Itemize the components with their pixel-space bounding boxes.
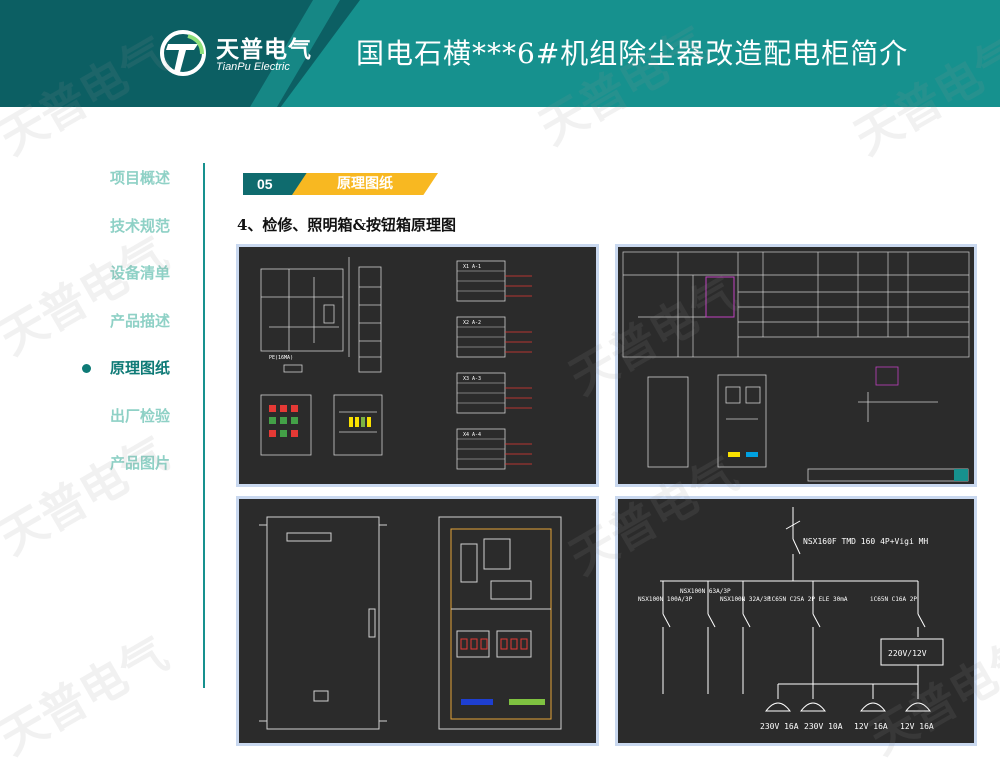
section-subtitle: 4、检修、照明箱&按钮箱原理图 [237, 216, 456, 234]
section-title: 原理图纸 [292, 173, 438, 195]
section-number: 05 [243, 173, 313, 195]
nav-item-product-photos[interactable]: 产品图片 [60, 447, 200, 495]
terminal-box-4-label: X4 A-4 [463, 432, 481, 438]
nav-item-tech-spec[interactable]: 技术规范 [60, 210, 200, 258]
nav-item-product-description[interactable]: 产品描述 [60, 305, 200, 353]
output-1-label: 230V 16A [760, 722, 799, 731]
nav-item-schematics[interactable]: 原理图纸 [60, 352, 200, 400]
nav-item-label: 出厂检验 [109, 406, 170, 425]
watermark: 天普电气 [0, 626, 177, 765]
cabinet-layout-drawing [259, 516, 562, 730]
output-3-label: 12V 16A [854, 722, 888, 731]
side-nav: 项目概述 技术规范 设备清单 产品描述 原理图纸 出厂检验 产品图片 [60, 162, 200, 495]
schematic-panel-single-line[interactable]: NSX160F TMD 160 4P+Vigi MH NSX100N 100A/… [615, 496, 977, 746]
branch-1-label: NSX100N 100A/3P [638, 596, 693, 603]
nav-item-overview[interactable]: 项目概述 [60, 162, 200, 210]
branch-4-label: iC65N C25A 2P ELE 30mA [768, 596, 848, 603]
logo-chinese-text: 天普电气 [216, 37, 312, 63]
main-breaker-label: NSX160F TMD 160 4P+Vigi MH [803, 537, 928, 546]
nav-item-label: 技术规范 [109, 216, 170, 235]
schematic-panel-cabinet-layout[interactable] [236, 496, 599, 746]
terminal-box-3-label: X3 A-3 [463, 376, 481, 382]
active-bullet-icon [82, 364, 91, 373]
nav-item-equipment-list[interactable]: 设备清单 [60, 257, 200, 305]
nav-item-label: 产品描述 [109, 311, 170, 330]
distribution-table-drawing [622, 251, 970, 482]
nav-item-label: 产品图片 [109, 454, 170, 472]
control-schematic-drawing: PE(16MA) X1 A-1 X2 A-2 [260, 257, 532, 470]
schematic-panel-distribution-table[interactable] [615, 244, 977, 487]
nav-item-label: 项目概述 [109, 169, 170, 187]
nav-item-factory-inspection[interactable]: 出厂检验 [60, 400, 200, 448]
svg-text:PE(16MA): PE(16MA) [269, 355, 293, 361]
terminal-box-2-label: X2 A-2 [463, 320, 481, 326]
logo-mark-icon [160, 30, 206, 76]
header-bar: 天普电气 TianPu Electric 国电石横***6#机组除尘器改造配电柜… [0, 0, 1000, 107]
single-line-diagram: NSX160F TMD 160 4P+Vigi MH NSX100N 100A/… [638, 507, 944, 731]
schematic-panel-control-terminals[interactable]: PE(16MA) X1 A-1 X2 A-2 [236, 244, 599, 487]
company-logo: 天普电气 TianPu Electric [158, 28, 318, 78]
nav-divider [203, 163, 205, 688]
page-title: 国电石横***6#机组除尘器改造配电柜简介 [356, 37, 909, 70]
logo-english-text: TianPu Electric [216, 61, 290, 73]
branch-5-label: iC65N C16A 2P [870, 596, 917, 603]
nav-item-label: 原理图纸 [109, 359, 170, 377]
branch-2-label: NSX100N 63A/3P [680, 588, 731, 595]
nav-item-label: 设备清单 [109, 264, 170, 282]
branch-3-label: NSX100N 32A/3P [720, 596, 771, 603]
output-2-label: 230V 10A [804, 722, 843, 731]
output-4-label: 12V 16A [900, 722, 934, 731]
transformer-label: 220V/12V [888, 649, 927, 658]
terminal-box-1-label: X1 A-1 [463, 264, 481, 270]
